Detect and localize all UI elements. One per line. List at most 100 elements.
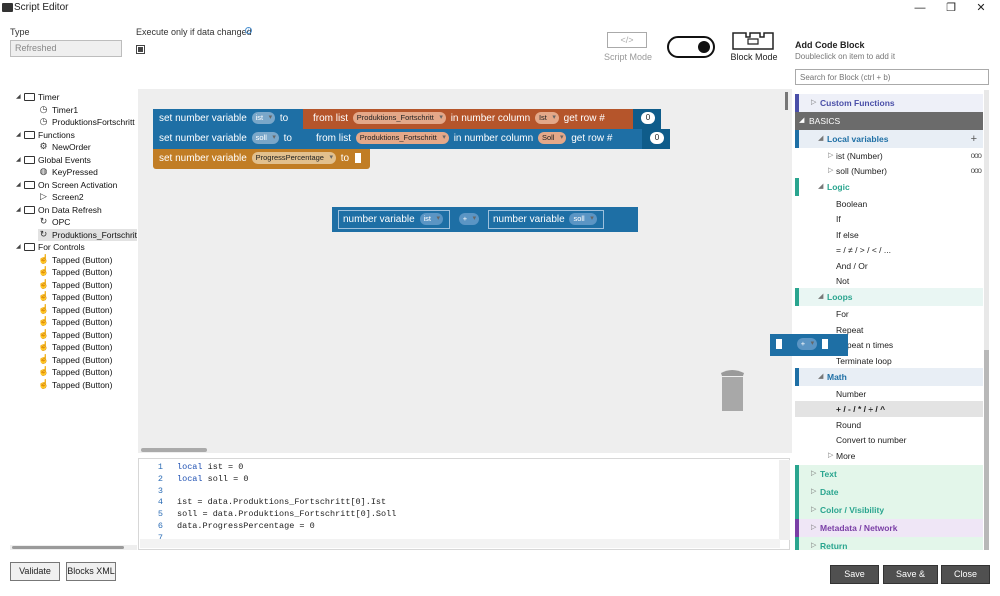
workspace-hscroll-thumb[interactable] bbox=[141, 448, 207, 452]
tree-item[interactable]: ☝Tapped (Button) bbox=[38, 354, 137, 366]
palette-scroll-thumb[interactable] bbox=[984, 350, 989, 550]
palette-category-custom-functions[interactable]: ▷Custom Functions bbox=[795, 94, 983, 112]
collapse-icon[interactable]: ◢ bbox=[16, 206, 21, 213]
palette-category-loops[interactable]: ◢Loops bbox=[795, 288, 983, 307]
palette-item[interactable]: Repeat bbox=[795, 322, 983, 338]
palette-category-date[interactable]: ▷Date bbox=[795, 482, 983, 501]
trash-icon[interactable] bbox=[719, 367, 746, 412]
palette-scrollbar[interactable] bbox=[984, 90, 989, 550]
palette-item[interactable]: Boolean bbox=[795, 196, 983, 212]
palette-variable-item[interactable]: ▷soll (Number)ooo bbox=[795, 163, 983, 179]
block-mode-icon[interactable] bbox=[732, 32, 774, 50]
variable-dropdown[interactable]: ist bbox=[419, 213, 443, 226]
collapse-icon[interactable]: ◢ bbox=[16, 94, 21, 100]
block-workspace[interactable]: set number variable ist to from list Pro… bbox=[138, 89, 792, 453]
more-options-icon[interactable]: ooo bbox=[970, 166, 982, 175]
right-operand-block[interactable]: number variable soll bbox=[487, 209, 604, 229]
code-hscrollbar[interactable] bbox=[140, 539, 780, 548]
tree-item[interactable]: ◷ProduktionsFortschritt bbox=[38, 116, 137, 128]
collapse-icon[interactable]: ◢ bbox=[16, 156, 21, 163]
variable-dropdown[interactable]: ist bbox=[251, 112, 276, 125]
palette-item[interactable]: Number bbox=[795, 386, 983, 402]
palette-item[interactable]: Not bbox=[795, 273, 983, 289]
number-block[interactable]: 0 bbox=[633, 109, 661, 129]
operator-dropdown[interactable]: + bbox=[458, 213, 480, 226]
workspace-vscrollbar[interactable] bbox=[784, 90, 789, 450]
more-options-icon[interactable]: ooo bbox=[970, 151, 982, 160]
palette-item[interactable]: Repeat n times bbox=[795, 337, 983, 353]
code-vscrollbar[interactable] bbox=[779, 460, 790, 540]
tree-folder[interactable]: ◢Timer bbox=[16, 91, 137, 103]
add-variable-button[interactable]: + bbox=[970, 133, 977, 145]
palette-category-return[interactable]: ▷Return bbox=[795, 536, 983, 550]
tree-item[interactable]: ↻OPC bbox=[38, 216, 137, 228]
tree-item[interactable]: ☝Tapped (Button) bbox=[38, 366, 137, 378]
math-block[interactable]: number variable ist + number variable so… bbox=[332, 207, 638, 232]
set-variable-block-ist[interactable]: set number variable ist to bbox=[153, 109, 303, 129]
blocks-xml-button[interactable]: Blocks XML bbox=[66, 562, 116, 581]
collapse-icon[interactable]: ◢ bbox=[16, 244, 21, 250]
tree-item[interactable]: ☝Tapped (Button) bbox=[38, 291, 137, 303]
tree-item[interactable]: ☝Tapped (Button) bbox=[38, 316, 137, 328]
from-list-block[interactable]: from list Produktions_Fortschritt in num… bbox=[303, 109, 633, 129]
column-dropdown[interactable]: Soll bbox=[537, 132, 567, 145]
workspace-vscroll-thumb[interactable] bbox=[785, 92, 788, 110]
variable-dropdown[interactable]: soll bbox=[251, 132, 279, 145]
palette-item[interactable]: Convert to number bbox=[795, 432, 983, 448]
close-window-button[interactable]: ✕ bbox=[976, 2, 986, 14]
palette-category-logic[interactable]: ◢Logic bbox=[795, 178, 983, 196]
save-button[interactable]: Save bbox=[830, 565, 879, 584]
palette-item[interactable]: + / - / * / ÷ / ^ bbox=[795, 401, 983, 418]
tree-item[interactable]: ↻Produktions_Fortschritt bbox=[38, 228, 137, 241]
tree-item[interactable]: ⚙NewOrder bbox=[38, 141, 137, 153]
tree-folder[interactable]: ◢Functions bbox=[16, 129, 137, 141]
dragged-math-block[interactable]: + bbox=[770, 334, 848, 356]
tree-item[interactable]: ◍KeyPressed bbox=[38, 166, 137, 178]
palette-item[interactable]: Round bbox=[795, 417, 983, 433]
minimize-button[interactable]: — bbox=[914, 2, 926, 14]
code-line[interactable]: 7 bbox=[139, 532, 177, 544]
number-block[interactable]: 0 bbox=[642, 129, 670, 149]
restore-button[interactable]: ❐ bbox=[946, 2, 956, 14]
palette-more-item[interactable]: ▷More bbox=[795, 448, 983, 464]
set-variable-block-progress[interactable]: set number variable ProgressPercentage t… bbox=[153, 149, 370, 169]
execute-checkbox[interactable] bbox=[136, 45, 145, 54]
palette-item[interactable]: If bbox=[795, 211, 983, 227]
row-number-field[interactable]: 0 bbox=[650, 132, 664, 145]
left-operand-block[interactable]: number variable ist bbox=[338, 209, 450, 229]
variable-dropdown[interactable]: soll bbox=[569, 213, 597, 226]
mode-toggle[interactable] bbox=[667, 36, 715, 58]
tree-item[interactable]: ☝Tapped (Button) bbox=[38, 379, 137, 391]
block-search-input[interactable] bbox=[795, 69, 989, 85]
tree-item[interactable]: ☝Tapped (Button) bbox=[38, 329, 137, 341]
palette-category-metadata-network[interactable]: ▷Metadata / Network bbox=[795, 518, 983, 537]
tree-folder[interactable]: ◢For Controls bbox=[16, 241, 137, 253]
palette-item[interactable]: And / Or bbox=[795, 258, 983, 274]
save-close-button[interactable]: Save & Close bbox=[883, 565, 938, 596]
tree-item[interactable]: ▷Screen2 bbox=[38, 191, 137, 203]
palette-variable-item[interactable]: ▷ist (Number)ooo bbox=[795, 148, 983, 164]
palette-item[interactable]: Terminate loop bbox=[795, 353, 983, 369]
from-list-block[interactable]: from list Produktions_Fortschritt in num… bbox=[306, 129, 642, 149]
tree-scroll-thumb[interactable] bbox=[12, 546, 124, 549]
tree-item[interactable]: ◷Timer1 bbox=[38, 104, 137, 116]
close-button[interactable]: Close bbox=[941, 565, 990, 584]
palette-category-color-visibility[interactable]: ▷Color / Visibility bbox=[795, 500, 983, 519]
tree-item[interactable]: ☝Tapped (Button) bbox=[38, 279, 137, 291]
tree-item[interactable]: ☝Tapped (Button) bbox=[38, 341, 137, 353]
column-dropdown[interactable]: Ist bbox=[534, 112, 559, 125]
palette-item[interactable]: If else bbox=[795, 227, 983, 243]
tree-item[interactable]: ☝Tapped (Button) bbox=[38, 304, 137, 316]
collapse-icon[interactable]: ◢ bbox=[16, 181, 21, 188]
palette-item[interactable]: For bbox=[795, 306, 983, 322]
palette-category-math[interactable]: ◢Math bbox=[795, 368, 983, 386]
list-dropdown[interactable]: Produktions_Fortschritt bbox=[355, 132, 449, 145]
type-field[interactable]: Refreshed bbox=[10, 40, 122, 57]
tree-folder[interactable]: ◢On Screen Activation bbox=[16, 179, 137, 191]
variable-dropdown[interactable]: ProgressPercentage bbox=[251, 152, 336, 165]
